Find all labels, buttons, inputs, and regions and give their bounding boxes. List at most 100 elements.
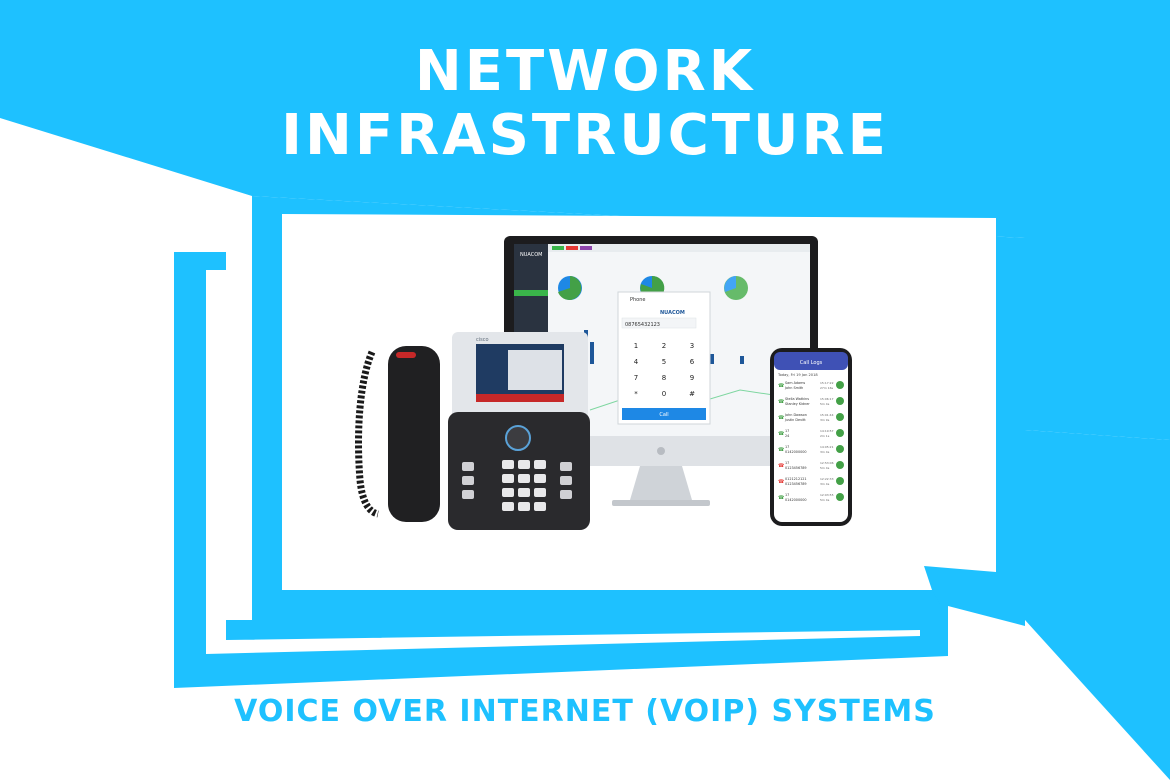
call-direction-icon: ☎ <box>778 447 784 453</box>
dialer-number-field[interactable] <box>621 317 697 329</box>
call-from: Sam Adams <box>785 381 805 385</box>
call-to: 24 <box>785 434 789 438</box>
call-duration: 5m 4s <box>820 466 830 470</box>
keypad-key[interactable]: 2 <box>662 342 666 350</box>
phone-key[interactable] <box>534 502 546 511</box>
monitor-stand <box>630 466 692 500</box>
keypad-key[interactable]: 4 <box>634 358 639 366</box>
keypad-key[interactable]: 1 <box>634 342 638 350</box>
phone-key[interactable] <box>502 474 514 483</box>
phone-side-key[interactable] <box>462 490 474 499</box>
call-back-icon[interactable] <box>836 461 844 469</box>
phone-key[interactable] <box>502 460 514 469</box>
title-line-2: INFRASTRUCTURE <box>281 103 889 168</box>
phone-side-key[interactable] <box>560 462 572 471</box>
phone-key[interactable] <box>534 460 546 469</box>
call-back-icon[interactable] <box>836 397 844 405</box>
keypad-key[interactable]: 3 <box>690 342 694 350</box>
call-direction-icon: ☎ <box>778 431 784 437</box>
call-time: 12:03:55 <box>820 493 834 497</box>
right-banner <box>1025 430 1170 780</box>
phone-handset <box>388 346 440 522</box>
call-from: John Dawson <box>784 413 807 417</box>
call-duration: 3m 9s <box>820 418 830 422</box>
monitor-sidebar-active <box>514 290 548 296</box>
keypad-key[interactable]: 0 <box>662 390 666 398</box>
handset-indicator <box>396 352 416 358</box>
dialer-number: 08765432123 <box>625 322 660 328</box>
call-duration: 2m 1s <box>820 434 830 438</box>
call-time: 15:06:17 <box>820 397 834 401</box>
phone-key[interactable] <box>534 474 546 483</box>
call-back-icon[interactable] <box>836 445 844 453</box>
phone-side-key[interactable] <box>462 462 474 471</box>
dialer-title: Phone <box>630 297 646 303</box>
keypad-key[interactable]: * <box>634 390 638 398</box>
call-from: 0121212121 <box>785 477 807 481</box>
call-time: 12:53:06 <box>820 461 834 465</box>
call-to: 0123456789 <box>785 466 807 470</box>
dialer-panel <box>617 291 711 425</box>
smartphone-header-title: Call Logs <box>800 360 823 366</box>
smartphone-header <box>774 352 848 370</box>
call-back-icon[interactable] <box>836 493 844 501</box>
call-back-icon[interactable] <box>836 429 844 437</box>
call-direction-icon: ☎ <box>778 463 784 469</box>
call-duration: 5m 4s <box>820 498 830 502</box>
call-to: John Smith <box>784 386 803 390</box>
smartphone: Call Logs Today, Fri 19 Jan 2018 ☎Sam Ad… <box>770 348 852 526</box>
dialer-keypad: 1 2 3 4 5 6 7 8 9 * 0 # <box>634 342 695 398</box>
call-back-icon[interactable] <box>836 381 844 389</box>
phone-side-key[interactable] <box>560 490 572 499</box>
keypad-key[interactable]: 5 <box>662 358 666 366</box>
keypad-key[interactable]: 9 <box>690 374 694 382</box>
call-time: 14:19:57 <box>820 429 834 433</box>
call-from: Stella Watkins <box>785 397 809 401</box>
keypad-key[interactable]: 8 <box>662 374 666 382</box>
top-banner <box>0 0 1170 440</box>
keypad-key[interactable]: 6 <box>690 358 695 366</box>
subtitle: VOICE OVER INTERNET (VOIP) SYSTEMS <box>234 694 936 729</box>
frame-bottom-bar <box>252 590 940 608</box>
phone-body <box>448 412 590 530</box>
desk-phone: cisco <box>355 332 590 530</box>
phone-side-key[interactable] <box>560 476 572 485</box>
keypad-key[interactable]: 7 <box>634 374 638 382</box>
keypad-key[interactable]: # <box>689 390 695 398</box>
call-button[interactable] <box>622 408 706 420</box>
call-direction-icon: ☎ <box>778 415 784 421</box>
call-from: 17 <box>785 461 789 465</box>
phone-nav-ring[interactable] <box>505 425 531 451</box>
phone-cord <box>355 350 380 518</box>
phone-key[interactable] <box>534 488 546 497</box>
monitor-base <box>612 500 710 506</box>
call-duration: 27m 16s <box>820 386 834 390</box>
call-direction-icon: ☎ <box>778 399 784 405</box>
call-direction-icon: ☎ <box>778 495 784 501</box>
phone-key[interactable] <box>518 474 530 483</box>
phone-key[interactable] <box>502 502 514 511</box>
phone-key[interactable] <box>518 460 530 469</box>
call-time: 12:22:33 <box>820 477 834 481</box>
phone-key[interactable] <box>518 488 530 497</box>
phone-key[interactable] <box>502 488 514 497</box>
call-duration: 3m 4s <box>820 450 830 454</box>
call-to: Stanley Kidner <box>785 402 810 406</box>
call-to: 0123456789 <box>785 482 807 486</box>
call-back-icon[interactable] <box>836 413 844 421</box>
dialer-brand: NUACOM <box>660 310 685 316</box>
phone-key[interactable] <box>518 502 530 511</box>
phone-side-key[interactable] <box>462 476 474 485</box>
call-back-icon[interactable] <box>836 477 844 485</box>
call-time: 15:17:22 <box>820 381 834 385</box>
